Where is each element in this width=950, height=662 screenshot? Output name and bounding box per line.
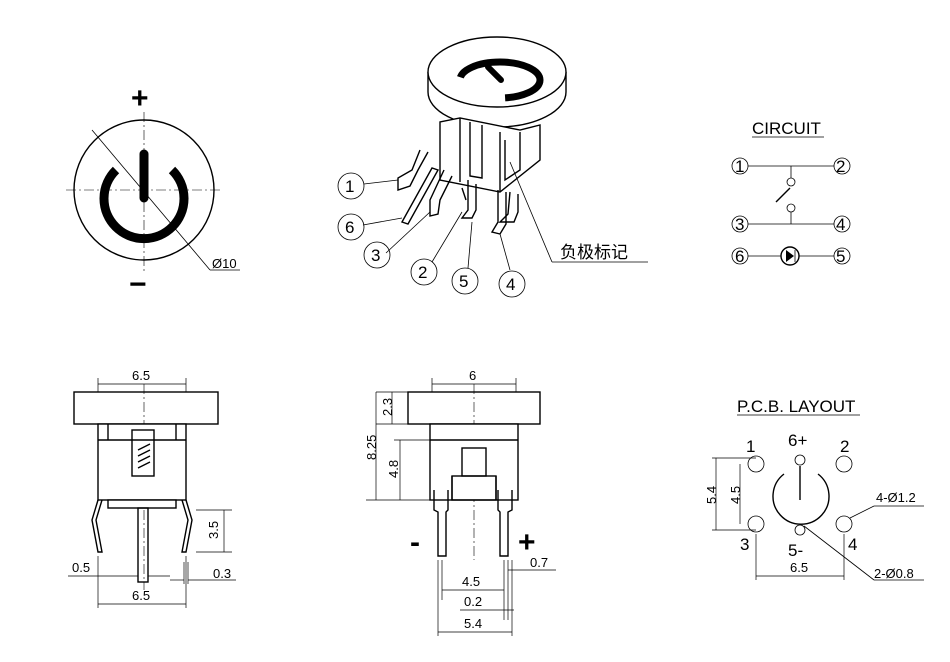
pcb-pin-4: 4 (848, 535, 857, 554)
button-outline (73, 119, 215, 261)
dim-cap-height: 2.3 (380, 398, 395, 416)
pcb-pin-3: 3 (740, 535, 749, 554)
circuit-pin-3: 3 (735, 215, 744, 234)
minus-sign: − (129, 268, 147, 301)
dim-gap: 4.5 (462, 574, 480, 589)
top-view: Ø10 + − (66, 82, 240, 301)
pcb-small-holes-note: 2-Ø0.8 (874, 566, 914, 581)
dim-lead-width: 0.7 (530, 555, 548, 570)
pcb-dim-inner: 4.5 (728, 486, 743, 504)
pcb-dim-outer: 5.4 (704, 486, 719, 504)
side-minus-sign: - (410, 526, 420, 559)
pcb-dim-width: 6.5 (790, 560, 808, 575)
dim-span-side: 5.4 (464, 616, 482, 631)
circuit-pin-4: 4 (836, 215, 845, 234)
dim-lead: 0.2 (464, 594, 482, 609)
dim-pin-thickness: 0.3 (213, 566, 231, 581)
pcb-layout: P.C.B. LAYOUT 1 6+ 2 3 5- 4 5.4 4.5 6.5 … (704, 397, 924, 581)
circuit-title: CIRCUIT (752, 119, 821, 138)
circuit-pin-2: 2 (836, 157, 845, 176)
side-plus-sign: + (518, 526, 536, 559)
dim-cap-width: 6.5 (132, 368, 150, 383)
dim-span: 6.5 (132, 588, 150, 603)
dim-leg-length: 3.5 (206, 521, 221, 539)
circuit-pin-1: 1 (735, 157, 744, 176)
isometric-view: 1 6 3 2 5 4 负极标记 (337, 36, 648, 298)
iso-pin-label: 1 (345, 177, 354, 196)
iso-pin-label: 6 (345, 218, 354, 237)
pcb-pin-5: 5- (788, 541, 803, 560)
front-view: 6.5 3.5 0.5 0.3 6.5 (68, 368, 236, 608)
circuit-pin-5: 5 (836, 247, 845, 266)
dim-pin-width: 0.5 (72, 560, 90, 575)
circuit-pin-6: 6 (735, 247, 744, 266)
side-view: 6 2.3 8.25 4.8 - + 0.7 4.5 0.2 (364, 368, 556, 636)
power-symbol-icon (99, 166, 189, 244)
pcb-pin-6: 6+ (788, 431, 807, 450)
iso-pin-label: 5 (459, 272, 468, 291)
pcb-pin-1: 1 (746, 437, 755, 456)
iso-pin-label: 4 (506, 275, 515, 294)
dim-body-height: 4.8 (386, 460, 401, 478)
iso-pin-label: 2 (418, 263, 427, 282)
dim-cap-width-side: 6 (469, 368, 476, 383)
diameter-label: Ø10 (212, 256, 237, 271)
dim-total-height: 8.25 (364, 435, 379, 460)
pcb-big-holes-note: 4-Ø1.2 (876, 490, 916, 505)
pcb-title: P.C.B. LAYOUT (737, 397, 855, 416)
pcb-pin-2: 2 (840, 437, 849, 456)
iso-pin-label: 3 (371, 246, 380, 265)
plus-sign: + (131, 82, 149, 115)
cathode-marking-note: 负极标记 (560, 243, 628, 262)
circuit-diagram: CIRCUIT 1 2 3 4 6 5 (731, 119, 851, 266)
